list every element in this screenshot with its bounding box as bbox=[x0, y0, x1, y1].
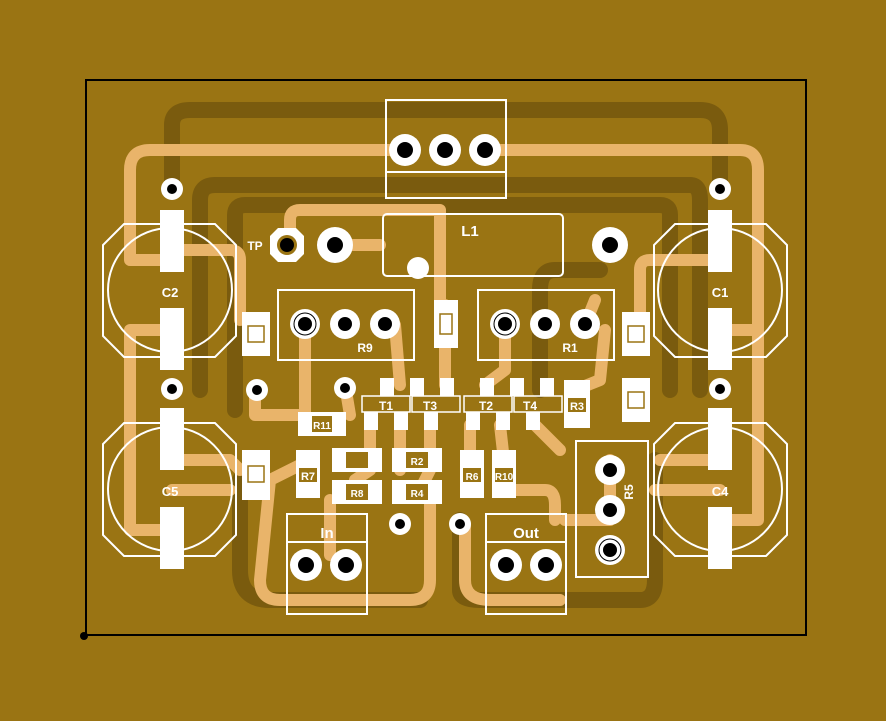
cap-c1: C1 bbox=[653, 178, 788, 370]
top-traces bbox=[124, 144, 764, 606]
svg-text:C5: C5 bbox=[162, 484, 179, 499]
cap-c2: C2 bbox=[102, 178, 237, 370]
smd-d5 bbox=[242, 450, 270, 500]
cap-c4: C4 bbox=[653, 378, 788, 569]
svg-text:TP: TP bbox=[247, 239, 262, 253]
svg-text:C4: C4 bbox=[712, 484, 729, 499]
svg-text:R10: R10 bbox=[495, 472, 514, 483]
inductor-l1: L1 bbox=[317, 213, 628, 279]
svg-text:R1: R1 bbox=[562, 341, 578, 355]
power-terminal bbox=[385, 99, 507, 199]
smd-r8: R8 bbox=[332, 480, 382, 504]
svg-text:R3: R3 bbox=[570, 401, 584, 413]
svg-text:C2: C2 bbox=[162, 285, 179, 300]
transistor-t3: T3 bbox=[411, 378, 461, 430]
connector-in: In bbox=[286, 513, 368, 615]
trimmer-r9: R9 bbox=[277, 289, 415, 361]
cap-c5: C5 bbox=[102, 378, 237, 569]
svg-text:T1: T1 bbox=[379, 399, 393, 413]
trimmer-r5: R5 bbox=[575, 440, 649, 578]
smd-r3: R3 bbox=[564, 380, 590, 428]
test-point: TP bbox=[247, 228, 304, 262]
origin-marker bbox=[80, 632, 88, 640]
smd-d4 bbox=[622, 378, 650, 422]
smd-r12 bbox=[332, 448, 382, 472]
svg-text:R7: R7 bbox=[301, 471, 315, 483]
svg-text:R8: R8 bbox=[351, 489, 364, 500]
smd-d2 bbox=[242, 312, 270, 356]
smd-d1: D1 bbox=[434, 300, 458, 348]
transistor-t4: T4 bbox=[513, 378, 563, 430]
smd-r10: R10 bbox=[492, 450, 516, 498]
svg-text:D1: D1 bbox=[442, 317, 453, 330]
svg-text:T2: T2 bbox=[479, 399, 493, 413]
smd-r2: R2 bbox=[392, 448, 442, 472]
svg-text:T3: T3 bbox=[423, 399, 437, 413]
transistor-t2: T2 bbox=[463, 378, 524, 430]
svg-text:C1: C1 bbox=[712, 285, 729, 300]
smd-r4: R4 bbox=[392, 480, 442, 504]
connector-out: Out bbox=[485, 513, 567, 615]
svg-text:R4: R4 bbox=[411, 489, 424, 500]
trimmer-r1: R1 bbox=[477, 289, 615, 361]
svg-text:L1: L1 bbox=[461, 223, 479, 240]
svg-text:R11: R11 bbox=[313, 421, 331, 432]
svg-text:R5: R5 bbox=[622, 484, 636, 500]
svg-text:Out: Out bbox=[513, 525, 539, 542]
svg-text:R6: R6 bbox=[466, 472, 479, 483]
smd-r6: R6 bbox=[460, 450, 484, 498]
svg-text:In: In bbox=[320, 525, 333, 542]
svg-text:R2: R2 bbox=[411, 457, 424, 468]
svg-text:T4: T4 bbox=[523, 399, 537, 413]
vias bbox=[246, 377, 471, 535]
smd-d3 bbox=[622, 312, 650, 356]
svg-text:R9: R9 bbox=[357, 341, 373, 355]
smd-r7: R7 bbox=[296, 450, 320, 498]
board-outline bbox=[85, 79, 807, 636]
smd-r11: R11 bbox=[298, 412, 346, 436]
transistor-t1: T1 bbox=[361, 378, 424, 430]
